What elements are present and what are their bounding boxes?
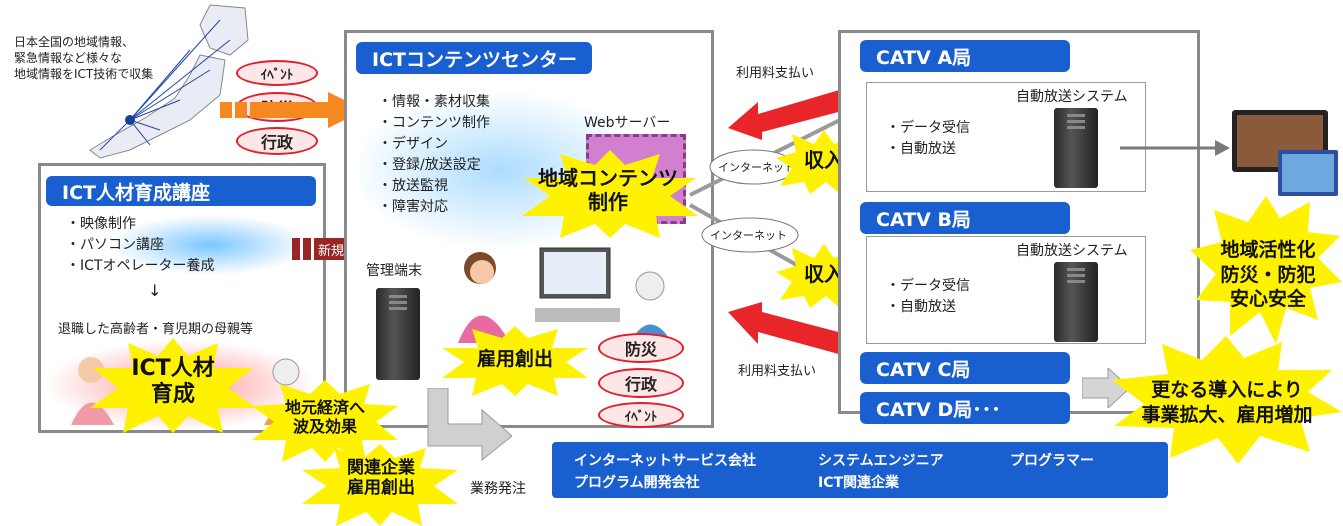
income-burst-label-1: 収入 xyxy=(804,148,844,172)
regional-burst-label: 地域活性化 防災・防犯 安心安全 xyxy=(1220,239,1316,311)
bar-item-ict: ICT関連企業 xyxy=(818,475,900,491)
down-arrow: ↓ xyxy=(148,281,162,300)
content-burst xyxy=(522,150,698,238)
oval-event-top: ｲﾍﾞﾝﾄ xyxy=(236,60,318,86)
bar-item-isp: インターネットサービス会社 xyxy=(574,453,756,469)
bar-item-programmer: プログラマー xyxy=(1010,453,1094,469)
ict-training-burst-label: ICT人材 育成 xyxy=(131,356,215,408)
expansion-burst xyxy=(1112,336,1342,464)
employment-burst-label: 雇用創出 xyxy=(476,348,553,370)
catv-a-server-icon xyxy=(1054,108,1098,188)
japan-map-caption: 日本全国の地域情報、 緊急情報など様々な 地域情報をICT技術で収集 xyxy=(14,34,153,82)
fee-arrow-top xyxy=(728,88,846,140)
local-econ-burst-label: 地元経済へ 波及効果 xyxy=(284,398,365,437)
oval-disaster-center: 防災 xyxy=(598,333,684,363)
admin-terminal-label: 管理端末 xyxy=(366,263,422,279)
training-item-video: ・映像制作 xyxy=(66,216,136,232)
internet-cloud-2 xyxy=(701,217,799,253)
fee-label-bottom: 利用料支払い xyxy=(738,364,817,379)
oval-admin-center: 行政 xyxy=(598,368,684,398)
related-burst-label: 関連企業 雇用創出 xyxy=(347,458,415,499)
center-item-design: ・デザイン xyxy=(378,136,448,152)
catv-b-item-broadcast: ・自動放送 xyxy=(886,299,956,315)
center-item-collect: ・情報・素材収集 xyxy=(378,94,490,110)
catv-a-items: ・データ受信 ・自動放送 xyxy=(886,118,970,160)
center-item-register: ・登録/放送設定 xyxy=(378,157,481,173)
related-burst xyxy=(302,444,458,526)
web-server-label: Webサーバー xyxy=(584,115,671,131)
oval-event-center: ｲﾍﾞﾝﾄ xyxy=(598,402,684,428)
center-items: ・情報・素材収集 ・コンテンツ制作 ・デザイン ・登録/放送設定 ・放送監視 ・… xyxy=(378,92,490,218)
training-item-pc: ・パソコン講座 xyxy=(66,237,164,253)
expansion-burst-label: 更なる導入により 事業拡大、雇用増加 xyxy=(1141,379,1313,426)
training-item-operator: ・ICTオペレーター養成 xyxy=(66,258,215,274)
catv-a-item-receive: ・データ受信 xyxy=(886,120,970,136)
training-title: ICT人材育成講座 xyxy=(46,176,316,206)
catv-a-system-box xyxy=(866,82,1146,192)
ict-training-burst xyxy=(90,338,256,433)
center-item-monitor: ・放送監視 xyxy=(378,178,448,194)
oval-admin-top: 行政 xyxy=(236,127,318,155)
catv-b-system-label: 自動放送システム xyxy=(1016,243,1128,259)
tv-screens-icon xyxy=(1232,110,1338,196)
caption-line-2: 緊急情報など様々な xyxy=(14,51,123,65)
catv-b-item-receive: ・データ受信 xyxy=(886,278,970,294)
ict-center-title: ICTコンテンツセンター xyxy=(356,42,592,74)
fee-label-top: 利用料支払い xyxy=(736,66,815,81)
regional-burst xyxy=(1190,196,1342,344)
training-items: ・映像制作 ・パソコン講座 ・ICTオペレーター養成 xyxy=(66,214,214,277)
related-gray-arrow xyxy=(427,388,512,462)
fee-arrow-bottom xyxy=(728,302,846,356)
center-item-content: ・コンテンツ制作 xyxy=(378,115,490,131)
internet-label-1: インターネット xyxy=(718,161,795,174)
bar-item-dev: プログラム開発会社 xyxy=(574,475,700,491)
catv-station-c: CATV C局 xyxy=(860,352,1070,384)
catv-b-items: ・データ受信 ・自動放送 xyxy=(886,276,970,318)
employment-burst xyxy=(442,326,588,396)
local-econ-burst xyxy=(252,380,398,462)
income-burst-label-2: 収入 xyxy=(804,262,844,286)
admin-server-icon xyxy=(376,288,420,380)
caption-line-3: 地域情報をICT技術で収集 xyxy=(14,67,154,81)
catv-station-a: CATV A局 xyxy=(860,40,1070,72)
operators-illustration xyxy=(458,247,674,346)
catv-b-system-box xyxy=(866,236,1146,344)
japan-map-graphic xyxy=(89,4,249,159)
tv-arrow xyxy=(1120,140,1230,156)
related-companies-bar: インターネットサービス会社 システムエンジニア プログラマー プログラム開発会社… xyxy=(552,442,1168,498)
catv-b-server-icon xyxy=(1054,262,1098,342)
caption-line-1: 日本全国の地域情報、 xyxy=(14,35,135,49)
content-burst-label: 地域コンテンツ 制作 xyxy=(538,166,678,214)
catv-a-system-label: 自動放送システム xyxy=(1016,89,1128,105)
internet-label-2: インターネット xyxy=(710,229,787,242)
catv-station-b: CATV B局 xyxy=(860,202,1070,234)
training-glow xyxy=(110,215,310,275)
catv-a-item-broadcast: ・自動放送 xyxy=(886,141,956,157)
catv-station-d: CATV D局･･･ xyxy=(860,392,1070,424)
bar-item-se: システムエンジニア xyxy=(818,453,944,469)
training-target: 退職した高齢者・育児期の母親等 xyxy=(58,322,254,337)
order-label: 業務発注 xyxy=(470,481,526,497)
center-item-trouble: ・障害対応 xyxy=(378,199,448,215)
expansion-arrow xyxy=(1082,368,1130,408)
